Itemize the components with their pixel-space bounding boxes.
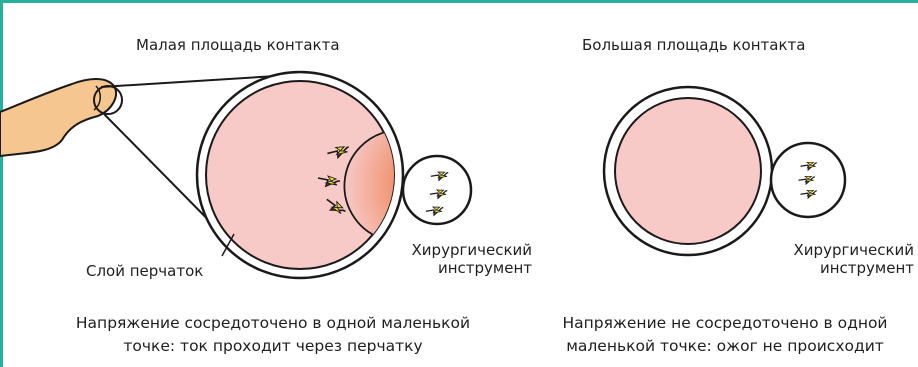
left-panel-caption: Напряжение сосредоточено в одной маленьк…	[40, 312, 506, 358]
skin-circle-right	[604, 87, 772, 255]
right-caption-line2: маленькой точке: ожог не происходит	[540, 335, 910, 358]
right-caption-line1: Напряжение не сосредоточено в одной	[540, 312, 910, 335]
left-caption-line1: Напряжение сосредоточено в одной маленьк…	[40, 312, 506, 335]
instrument-label-right: Хирургический инструмент	[776, 241, 914, 277]
instrument-label-left-line1: Хирургический	[400, 241, 532, 259]
right-panel-caption: Напряжение не сосредоточено в одной мале…	[540, 312, 910, 358]
instrument-label-right-line2: инструмент	[776, 259, 914, 277]
left-panel-title: Малая площадь контакта	[136, 36, 340, 54]
instrument-label-left-line2: инструмент	[400, 259, 532, 277]
instrument-label-left: Хирургический инструмент	[400, 241, 532, 277]
left-caption-line2: точке: ток проходит через перчатку	[40, 335, 506, 358]
instrument-label-right-line1: Хирургический	[776, 241, 914, 259]
surgical-instrument-left	[403, 156, 471, 224]
right-panel-title: Большая площадь контакта	[582, 36, 805, 54]
surgical-instrument-right	[771, 143, 845, 217]
glove-layer-label: Слой перчаток	[86, 262, 203, 280]
